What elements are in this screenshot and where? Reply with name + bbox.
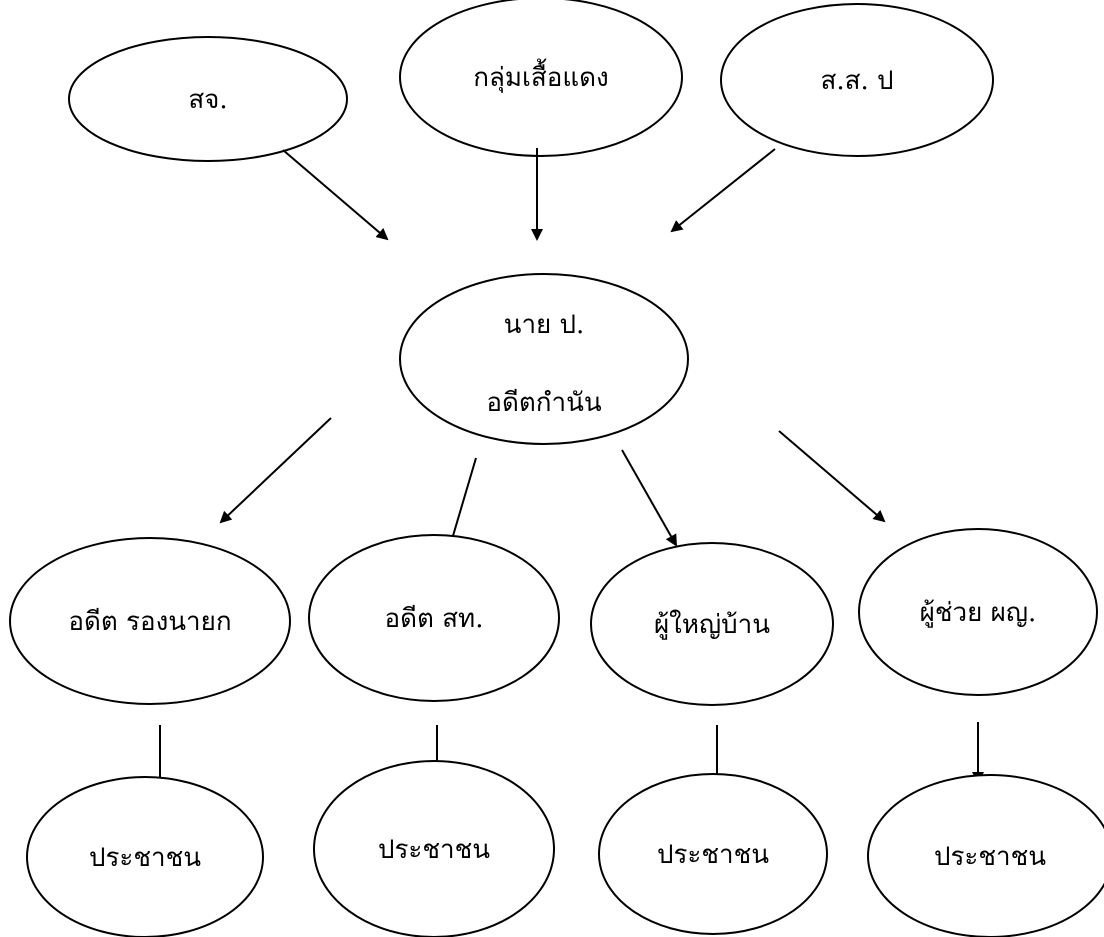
node-top-left-label: สจ. — [188, 85, 227, 115]
node-mid-2: อดีต สท. — [308, 534, 560, 702]
node-top-right: ส.ส. ป — [720, 3, 994, 157]
node-center-label-line1: นาย ป. — [504, 310, 585, 340]
node-mid-1: อดีต รองนายก — [9, 537, 291, 705]
node-mid-1-label: อดีต รองนายก — [68, 607, 231, 637]
node-bottom-1-label: ประชาชน — [89, 843, 201, 873]
arrow-top-right-to-center — [670, 148, 776, 233]
node-bottom-3-label: ประชาชน — [657, 840, 769, 870]
node-top-center: กลุ่มเสื้อแดง — [399, 0, 683, 157]
node-top-left: สจ. — [68, 36, 348, 162]
node-bottom-3: ประชาชน — [598, 773, 828, 935]
arrow-top-left-to-center — [282, 149, 389, 241]
arrow-center-to-mid-3 — [621, 449, 677, 547]
node-bottom-4-label: ประชาชน — [934, 842, 1046, 872]
node-mid-3: ผู้ใหญ่บ้าน — [590, 542, 834, 706]
node-mid-4: ผู้ช่วย ผญ. — [858, 528, 1098, 696]
node-top-center-label: กลุ่มเสื้อแดง — [473, 58, 609, 93]
node-center-label-line2: อดีตกำนัน — [486, 388, 602, 418]
node-bottom-2: ประชาชน — [313, 760, 555, 937]
node-mid-4-label: ผู้ช่วย ผญ. — [920, 598, 1037, 628]
arrow-center-to-mid-4 — [778, 430, 886, 523]
node-bottom-4: ประชาชน — [867, 774, 1104, 937]
node-mid-3-label: ผู้ใหญ่บ้าน — [654, 610, 770, 640]
node-mid-2-label: อดีต สท. — [385, 604, 484, 634]
node-center: นาย ป. อดีตกำนัน — [399, 273, 689, 445]
arrow-center-to-mid-1 — [219, 417, 332, 524]
arrow-center-to-mid-2 — [447, 457, 477, 548]
node-top-right-label: ส.ส. ป — [820, 66, 893, 96]
node-bottom-1: ประชาชน — [26, 776, 264, 937]
node-bottom-2-label: ประชาชน — [378, 835, 490, 865]
